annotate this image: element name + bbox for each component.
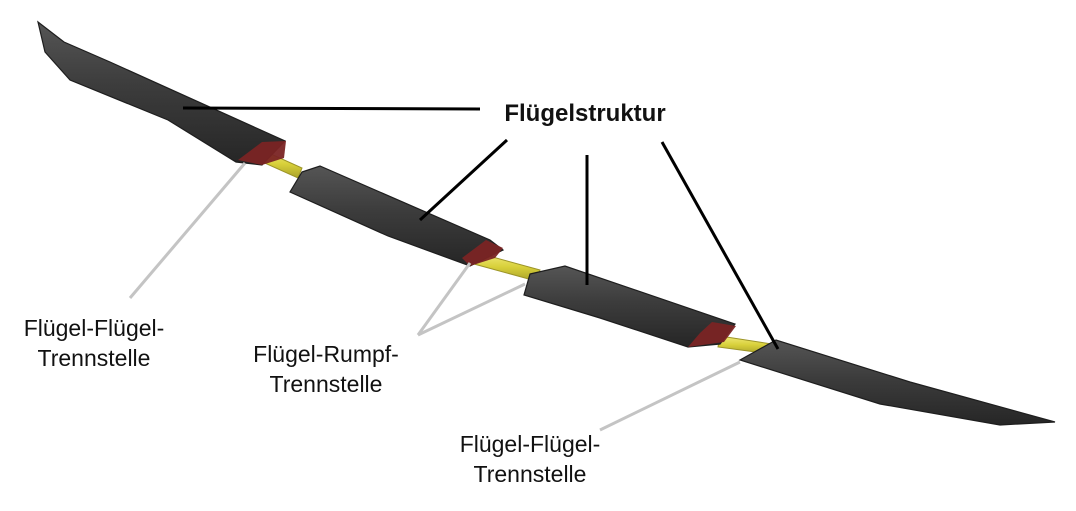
label-wing-wing-joint-right: Flügel-Flügel- Trennstelle xyxy=(440,429,620,489)
label-wing-structure-text: Flügelstruktur xyxy=(504,100,666,127)
joint-rib-outer-left xyxy=(238,141,286,165)
label-wing-fuselage-joint: Flügel-Rumpf- Trennstelle xyxy=(226,339,426,399)
joint-rib-inner-right xyxy=(688,322,736,347)
leader-split-right xyxy=(599,360,741,432)
joint-rib-inner-left xyxy=(462,240,503,266)
wing-segment-outer-left xyxy=(37,20,287,166)
label-line: Trennstelle xyxy=(473,461,587,487)
leader-root-right xyxy=(417,282,526,337)
wing-segment-inner-left xyxy=(289,165,505,267)
leader-root-left xyxy=(416,262,472,336)
leader-structure-inner-left xyxy=(418,138,509,222)
label-wing-structure: Flügelstruktur xyxy=(490,99,680,129)
label-wing-wing-joint-left: Flügel-Flügel- Trennstelle xyxy=(4,313,184,373)
wing-segment-inner-right xyxy=(523,265,736,348)
label-line: Flügel-Rumpf- xyxy=(253,341,399,367)
label-line: Flügel-Flügel- xyxy=(23,315,165,341)
leader-structure-outer-right xyxy=(660,141,780,350)
leader-structure-left xyxy=(182,106,481,111)
wing-segment-outer-right xyxy=(738,339,1056,426)
label-line: Trennstelle xyxy=(37,345,151,371)
leader-split-left xyxy=(128,162,247,299)
label-line: Flügel-Flügel- xyxy=(459,431,601,457)
label-line: Trennstelle xyxy=(269,371,383,397)
